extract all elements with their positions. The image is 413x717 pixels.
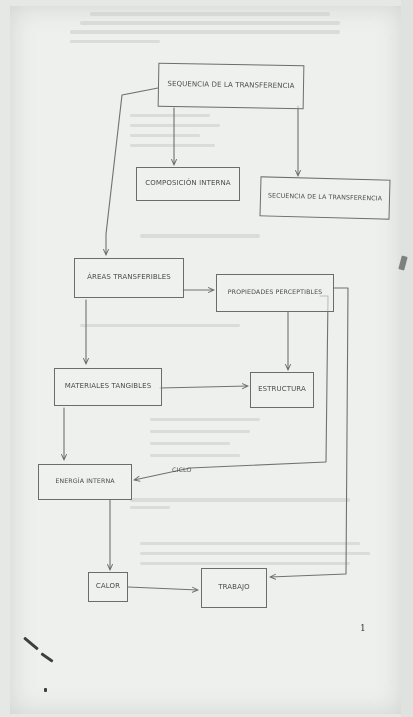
bleed-through-mark bbox=[140, 234, 260, 238]
bleed-through-mark bbox=[80, 324, 240, 327]
bleed-through-mark bbox=[130, 124, 220, 127]
edge-n9-n10 bbox=[127, 586, 198, 590]
bleed-through-mark bbox=[150, 418, 260, 421]
node-materiales-tangibles: Materiales tangibles bbox=[54, 368, 162, 406]
bleed-through-mark bbox=[140, 562, 350, 565]
node-energia-interna: Energía interna bbox=[38, 464, 132, 500]
bleed-through-mark bbox=[150, 442, 230, 445]
page-number: 1 bbox=[360, 624, 366, 634]
node-propiedades-perceptibles: Propiedades perceptibles bbox=[216, 274, 334, 312]
bleed-through-mark bbox=[130, 114, 210, 117]
bleed-through-mark bbox=[140, 552, 370, 555]
bleed-through-mark bbox=[130, 134, 200, 137]
node-areas-transferibles: Áreas transferibles bbox=[74, 258, 184, 298]
bleed-through-mark bbox=[140, 542, 360, 545]
bleed-through-mark bbox=[150, 430, 250, 433]
node-sequencia-transferencia: Sequencia de la transferencia bbox=[157, 62, 305, 110]
bleed-through-mark bbox=[130, 498, 350, 502]
bleed-through-mark bbox=[70, 40, 160, 43]
bleed-through-mark bbox=[130, 144, 215, 147]
bleed-through-mark bbox=[150, 454, 240, 457]
edge-n6-n7 bbox=[159, 386, 248, 388]
bleed-through-mark bbox=[80, 21, 340, 25]
node-secuencia-transferencia: Secuencia de la transferencia bbox=[259, 176, 391, 220]
edge-n1-n4 bbox=[106, 87, 159, 255]
edge-n5-n10 bbox=[270, 287, 349, 577]
bleed-through-mark bbox=[130, 506, 170, 509]
bleed-through-mark bbox=[70, 30, 340, 34]
node-composicion-interna: Composición interna bbox=[136, 167, 240, 201]
page-edge-shadow bbox=[401, 0, 413, 717]
node-calor: Calor bbox=[88, 572, 128, 602]
node-trabajo: Trabajo bbox=[201, 568, 267, 608]
bleed-through-mark bbox=[90, 12, 330, 16]
node-estructura: Estructura bbox=[250, 372, 314, 408]
edge-label-feedback: Ciclo bbox=[172, 466, 192, 474]
pen-mark bbox=[44, 688, 47, 692]
